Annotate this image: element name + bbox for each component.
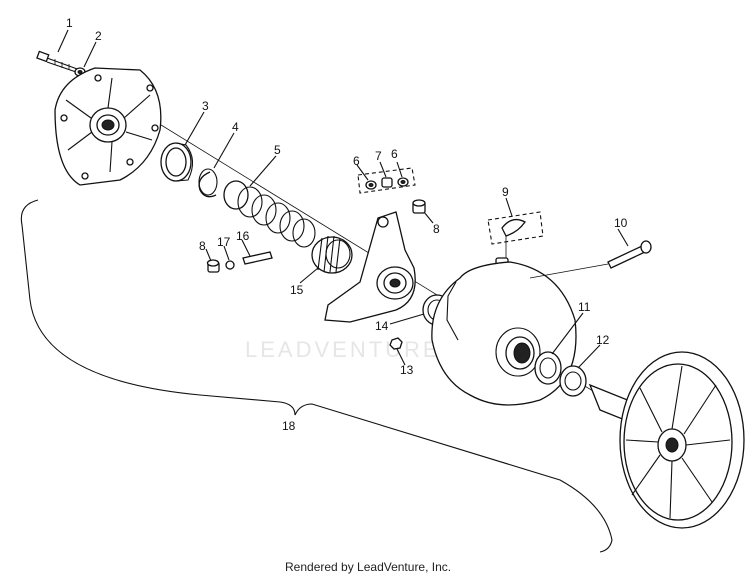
watermark-text: LEADVENTURE: [245, 337, 441, 362]
callout-11: 11: [578, 300, 591, 314]
part-8-cap-left: [206, 259, 220, 273]
callout-15: 15: [290, 283, 304, 297]
callout-12: 12: [596, 333, 610, 347]
movable-sheave: [431, 261, 577, 406]
part-13-nut: [389, 337, 403, 350]
leader-lines: [57, 29, 629, 369]
part-11-ring: [534, 351, 562, 385]
spider-arm: [324, 211, 416, 323]
callout-16: 16: [236, 229, 250, 243]
callout-8-left: 8: [199, 239, 206, 253]
fixed-sheave: [588, 351, 745, 529]
part-17-oring: [225, 260, 235, 270]
callout-7: 7: [375, 149, 382, 163]
callout-2: 2: [95, 29, 102, 43]
callout-4: 4: [232, 120, 239, 134]
callout-labels: 1 2 3 4 5 6 7 6 8 8 17 16 15 14 13 9 10 …: [66, 16, 628, 433]
callout-3: 3: [202, 99, 209, 113]
part-16-pin: [242, 251, 273, 265]
part-3-bushing: [160, 142, 194, 182]
callout-1: 1: [66, 16, 73, 30]
part-4-snap-ring: [198, 168, 218, 198]
callout-9: 9: [502, 185, 509, 199]
callout-18: 18: [282, 419, 296, 433]
part-15-hub: [311, 235, 353, 274]
part-10-leader-line: [529, 263, 609, 279]
footer-credit: Rendered by LeadVenture, Inc.: [285, 560, 451, 574]
callout-6-left: 6: [353, 154, 360, 168]
callout-17: 17: [217, 235, 231, 249]
part-12-ring: [559, 365, 587, 397]
callout-10: 10: [614, 216, 628, 230]
callout-8-right: 8: [433, 222, 440, 236]
callout-14: 14: [375, 319, 389, 333]
cover-plate: [54, 67, 162, 186]
part-8-button-right: [412, 199, 426, 214]
part-10-bolt: [607, 240, 652, 269]
assembly-bracket: [20, 199, 613, 553]
part-5-spring: [223, 180, 316, 248]
callout-5: 5: [274, 143, 281, 157]
callout-6-right: 6: [391, 147, 398, 161]
part-6-7-rollers: [357, 167, 416, 194]
callout-13: 13: [400, 363, 414, 377]
part-9-bracket: [487, 211, 544, 271]
part-1-bolt: [36, 50, 81, 74]
